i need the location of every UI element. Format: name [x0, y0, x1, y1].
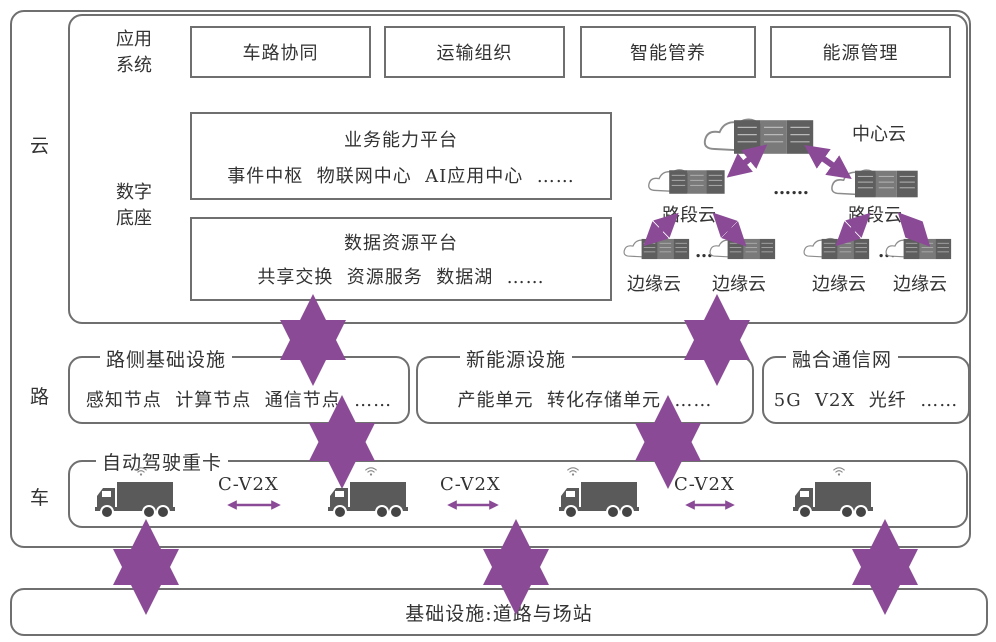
comm-network-title: 融合通信网	[786, 345, 899, 372]
edge-dots-left: …	[695, 241, 713, 262]
wifi-icon-1	[134, 467, 148, 476]
truck-icon-3	[557, 480, 640, 520]
edge-cloud-label-1: 边缘云	[627, 274, 681, 295]
wifi-icon-4	[832, 467, 846, 476]
truck-icon-4	[791, 480, 874, 520]
roadside-infra-title: 路侧基础设施	[100, 345, 233, 372]
business-platform-title: 业务能力平台	[344, 130, 458, 151]
segment-cloud-icon-left	[648, 169, 726, 195]
cv2x-label-2: C-V2X	[440, 474, 501, 495]
center-cloud-icon	[703, 118, 815, 155]
truck-icon-2	[326, 480, 409, 520]
comm-network-content: 5G V2X 光纤 ……	[773, 390, 959, 411]
edge-cloud-icon-1	[623, 237, 690, 260]
edge-cloud-icon-3	[803, 237, 870, 260]
wifi-icon-3	[566, 467, 580, 476]
app-system-label: 应用 系统	[108, 27, 160, 79]
layer-label-cloud: 云	[30, 135, 50, 157]
edge-cloud-label-2: 边缘云	[712, 274, 766, 295]
truck-icon-1	[93, 480, 176, 520]
new-energy-title: 新能源设施	[460, 345, 573, 372]
data-platform-content: 共享交换 资源服务 数据湖 ……	[257, 267, 545, 288]
topology-arrow-seg-edge-4	[897, 212, 931, 247]
wifi-icon-2	[364, 467, 378, 476]
business-platform-box: 业务能力平台 事件中枢 物联网中心 AI应用中心 ……	[190, 112, 612, 200]
app-item-transport-organization: 运输组织	[384, 26, 565, 78]
cv2x-label-1: C-V2X	[218, 474, 279, 495]
edge-cloud-label-3: 边缘云	[812, 274, 866, 295]
segment-cloud-icon-right	[831, 169, 919, 199]
topology-arrow-seg-edge-2	[712, 212, 747, 247]
topology-arrow-center-left	[726, 144, 768, 178]
layer-label-vehicle: 车	[30, 487, 50, 509]
business-platform-content: 事件中枢 物联网中心 AI应用中心 ……	[227, 166, 575, 187]
app-item-energy-management: 能源管理	[770, 26, 951, 78]
edge-cloud-label-4: 边缘云	[893, 274, 947, 295]
topology-arrow-center-right	[804, 145, 852, 179]
app-item-smart-maintenance: 智能管养	[580, 26, 756, 78]
center-cloud-label: 中心云	[852, 124, 906, 145]
edge-cloud-icon-2	[709, 237, 776, 260]
digital-base-label: 数字 底座	[108, 180, 160, 232]
topology-arrow-seg-edge-3	[835, 212, 871, 247]
data-platform-title: 数据资源平台	[344, 233, 458, 254]
app-item-vehicle-road-cooperation: 车路协同	[190, 26, 371, 78]
layer-label-road: 路	[30, 386, 50, 408]
digital-base-label-line1: 数字	[116, 182, 152, 203]
edge-cloud-icon-4	[885, 237, 952, 260]
topology-arrow-seg-edge-1	[643, 212, 679, 247]
segment-dots: ……	[773, 178, 809, 199]
data-platform-box: 数据资源平台 共享交换 资源服务 数据湖 ……	[190, 217, 612, 301]
app-system-label-line1: 应用	[116, 29, 152, 50]
digital-base-label-line2: 底座	[116, 208, 152, 229]
app-system-label-line2: 系统	[116, 55, 152, 76]
truck-layer-title: 自动驾驶重卡	[96, 448, 229, 475]
